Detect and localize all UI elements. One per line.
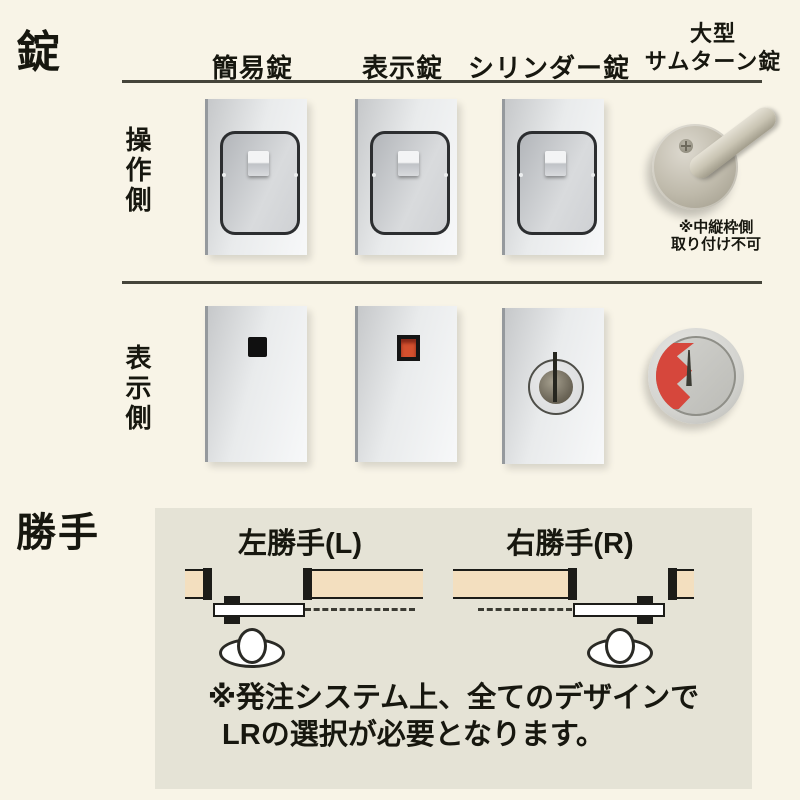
cylinder-lock-operation-side-image	[502, 99, 604, 255]
column-header-large-thumbturn-line2: サムターン錠	[644, 49, 782, 74]
left-hand-label: 左勝手(L)	[237, 528, 363, 560]
indicator-lock-operation-side-image	[355, 99, 457, 255]
header-divider-line	[122, 80, 762, 83]
hinge-dot	[444, 173, 448, 177]
lock-recess-panel	[520, 134, 594, 232]
thumbturn-screw	[679, 139, 693, 153]
cylinder-lock-indicator-side-image	[502, 308, 604, 464]
simple-lock-indicator-side-image	[205, 306, 307, 462]
ordering-note-line2: LRの選択が必要となります。	[222, 719, 605, 751]
disc-face	[656, 336, 736, 416]
person-icon-head	[605, 628, 635, 664]
right-hand-label: 右勝手(R)	[506, 528, 634, 560]
latch-tab	[248, 151, 269, 176]
door-handle-mark	[224, 596, 240, 603]
handedness-panel: 左勝手(L) 右勝手(R)	[155, 508, 752, 789]
wall-end-cap	[668, 568, 677, 600]
latch-tab	[545, 151, 566, 176]
thumbturn-indicator-disc	[648, 328, 744, 424]
door-slide-path-dashed	[305, 608, 415, 611]
wall-end-cap	[303, 568, 312, 600]
door-slide-path-dashed	[478, 608, 572, 611]
black-square-window	[248, 337, 267, 357]
door-handle-mark	[637, 617, 653, 624]
handedness-section-title: 勝手	[16, 511, 100, 555]
lock-recess-panel	[373, 134, 447, 232]
sliding-door	[573, 603, 665, 617]
simple-lock-operation-side-image	[205, 99, 307, 255]
lock-section-title: 錠	[16, 28, 62, 77]
row-divider-line	[122, 281, 762, 284]
cylinder-keyway	[553, 352, 557, 402]
hinge-dot	[591, 173, 595, 177]
column-header-large-thumbturn-lock: 大型 サムターン錠	[628, 20, 798, 76]
latch-tab	[398, 151, 419, 176]
door-handle-mark	[224, 617, 240, 624]
disc-slot	[686, 350, 692, 386]
row-label-indicator-side: 表示側	[122, 344, 152, 434]
thumbturn-note-line1: ※中縦枠側	[678, 219, 754, 236]
column-header-indicator-lock: 表示錠	[361, 53, 443, 83]
wall-end-cap	[568, 568, 577, 600]
thumbturn-mounting-note: ※中縦枠側 取り付け不可	[645, 219, 787, 253]
lock-recess-panel	[223, 134, 297, 232]
indicator-lock-indicator-side-image	[355, 306, 457, 462]
lock-recess-frame	[517, 131, 597, 235]
door-handle-mark	[637, 596, 653, 603]
wall-segment	[312, 569, 423, 599]
column-header-large-thumbturn-line1: 大型	[689, 21, 736, 46]
wall-segment	[677, 569, 694, 599]
hinge-dot	[519, 173, 523, 177]
wall-segment	[185, 569, 203, 599]
hinge-dot	[294, 173, 298, 177]
person-icon-head	[237, 628, 267, 664]
wall-segment	[453, 569, 568, 599]
column-header-cylinder-lock: シリンダー錠	[468, 53, 631, 83]
column-header-simple-lock: 簡易錠	[211, 53, 293, 83]
ordering-note: ※発注システム上、全てのデザインで LRの選択が必要となります。	[155, 680, 752, 754]
red-indicator-window	[397, 335, 420, 361]
lock-recess-frame	[370, 131, 450, 235]
hinge-dot	[222, 173, 226, 177]
hinge-dot	[372, 173, 376, 177]
row-label-operation-side: 操作側	[122, 126, 152, 216]
lock-recess-frame	[220, 131, 300, 235]
wall-end-cap	[203, 568, 212, 600]
thumbturn-note-line2: 取り付け不可	[670, 236, 761, 253]
sliding-door	[213, 603, 305, 617]
ordering-note-line1: ※発注システム上、全てのデザインで	[207, 682, 700, 714]
